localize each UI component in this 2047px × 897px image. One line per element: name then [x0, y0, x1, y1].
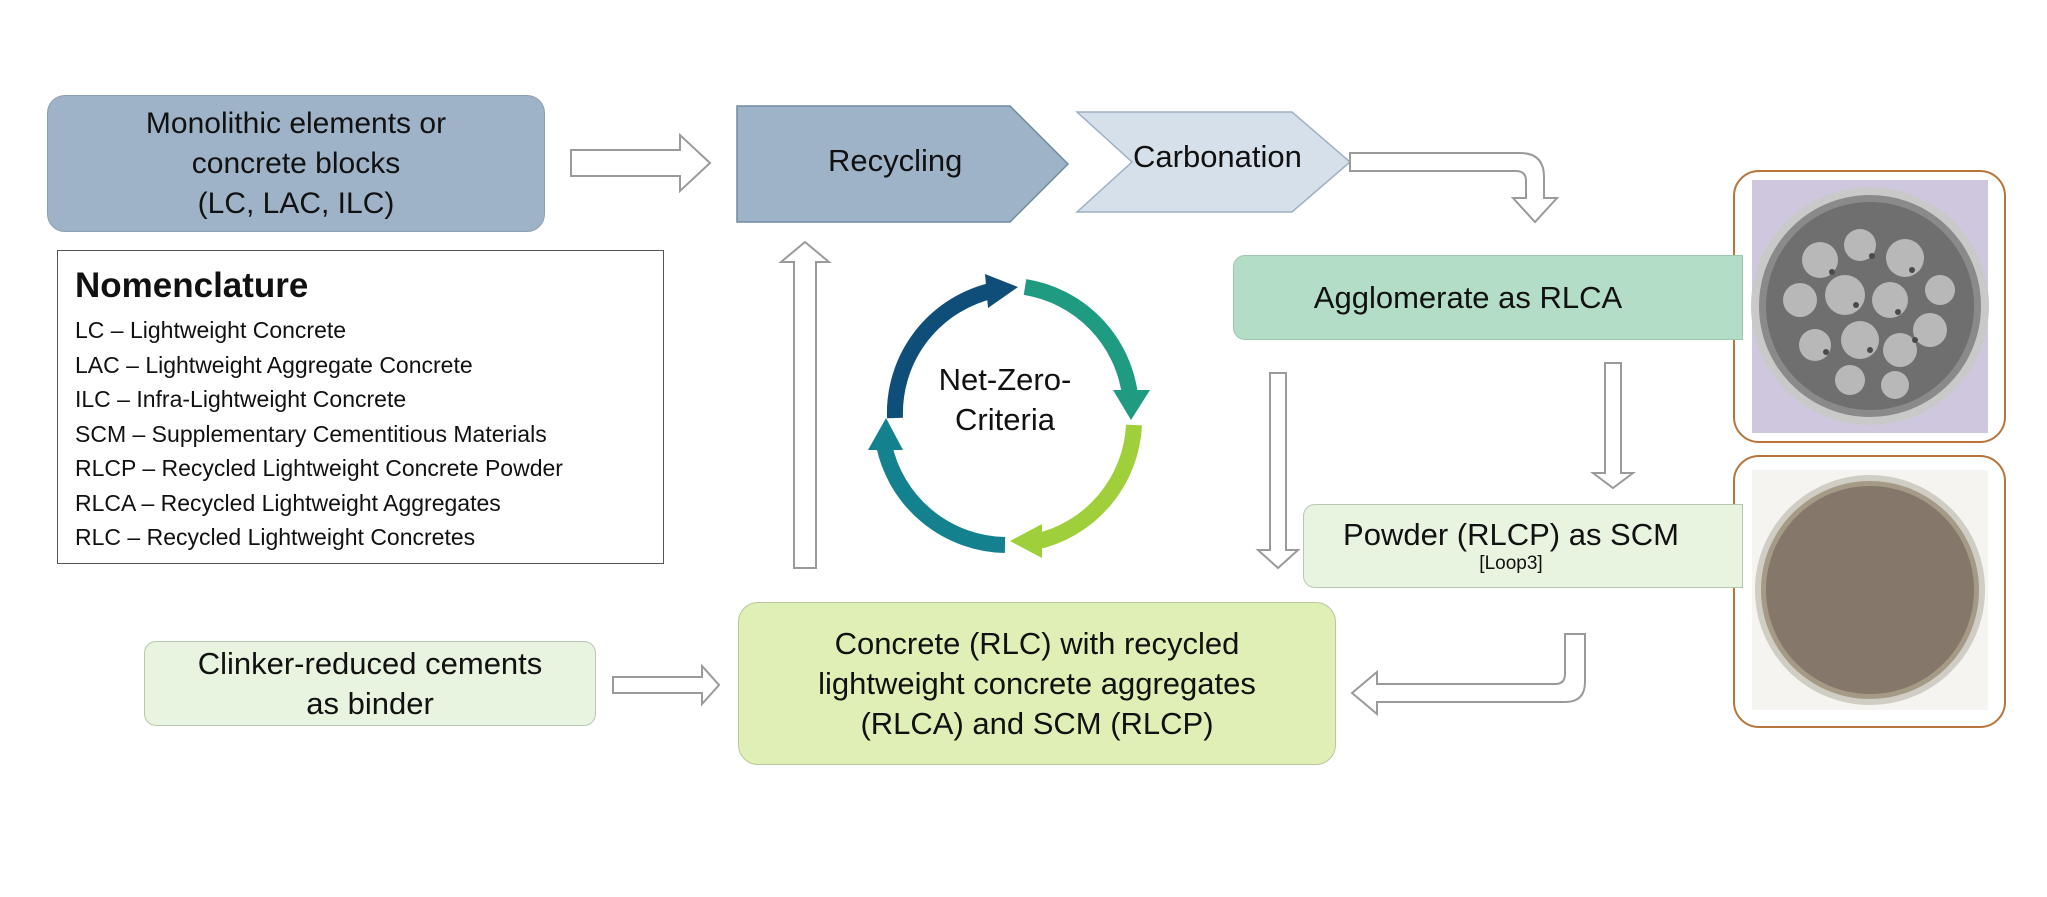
- cycle-arrow-bottom-left: [876, 443, 1006, 553]
- nomenclature-title: Nomenclature: [75, 266, 309, 305]
- carbonation-label: Carbonation: [1133, 139, 1302, 174]
- nomenclature-item: LC – Lightweight Concrete: [75, 317, 347, 343]
- concrete-line-3: (RLCA) and SCM (RLCP): [860, 705, 1214, 741]
- aggregate-photo-frame: [1733, 170, 2006, 443]
- nomenclature-item: RLCP – Recycled Lightweight Concrete Pow…: [75, 455, 563, 481]
- cycle-arrowhead-right: [1113, 390, 1150, 420]
- arrow-agglomerate-to-concrete: [1255, 372, 1301, 570]
- nomenclature-item: ILC – Infra-Lightweight Concrete: [75, 386, 407, 412]
- arrow-concrete-to-recycling: [778, 240, 832, 569]
- powder-loop-label: [Loop3]: [1479, 553, 1543, 574]
- cycle-arrowhead-left: [868, 418, 903, 450]
- recycling-label: Recycling: [828, 143, 963, 178]
- monolithic-line-1: Monolithic elements or: [145, 106, 447, 140]
- concrete-box: Concrete (RLC) with recycled lightweight…: [738, 602, 1336, 765]
- nomenclature-item: LAC – Lightweight Aggregate Concrete: [75, 351, 473, 378]
- arrow-clinker-to-concrete: [612, 663, 721, 707]
- nomenclature-box: Nomenclature LC – Lightweight Concrete L…: [57, 250, 664, 564]
- arrow-monolithic-to-recycling: [570, 132, 712, 194]
- center-line-1: Net-Zero-: [938, 362, 1072, 397]
- cycle-arrows: [876, 279, 1142, 553]
- powder-box: Powder (RLCP) as SCM [Loop3]: [1303, 504, 1743, 588]
- cycle-arrowhead-top: [985, 274, 1018, 308]
- recycling-shape: [736, 105, 1070, 223]
- concrete-line-1: Concrete (RLC) with recycled: [834, 625, 1240, 661]
- concrete-line-2: lightweight concrete aggregates: [818, 665, 1256, 701]
- powder-photo-frame: [1733, 455, 2006, 728]
- nomenclature-item: RLC – Recycled Lightweight Concretes: [75, 524, 476, 550]
- powder-photo: [1752, 470, 1988, 710]
- monolithic-line-3: (LC, LAC, ILC): [197, 186, 395, 220]
- cycle-arrow-top-left: [886, 282, 997, 419]
- cycle-arrow-bottom-right: [1033, 424, 1142, 550]
- cycle-arrowhead-bottom: [1010, 524, 1042, 558]
- cycle-arrowheads: [868, 274, 1150, 558]
- agglomerate-label: Agglomerate as RLCA: [1313, 279, 1623, 315]
- center-line-2: Criteria: [955, 402, 1055, 437]
- arrow-carbonation-to-agglomerate: [1349, 152, 1560, 224]
- arrow-agglomerate-to-powder: [1590, 362, 1636, 490]
- clinker-line-1: Clinker-reduced cements: [197, 645, 543, 681]
- powder-label: Powder (RLCP) as SCM: [1343, 517, 1679, 552]
- net-zero-criteria-label: Net-Zero- Criteria: [905, 360, 1105, 440]
- nomenclature-item: SCM – Supplementary Cementitious Materia…: [75, 420, 547, 447]
- carbonation-shape: [1075, 111, 1352, 213]
- aggregate-photo: [1751, 180, 1989, 433]
- agglomerate-box: Agglomerate as RLCA: [1233, 255, 1743, 340]
- clinker-line-2: as binder: [306, 685, 434, 721]
- cycle-arrow-top-right: [1023, 279, 1138, 397]
- nomenclature-item: RLCA – Recycled Lightweight Aggregates: [75, 489, 501, 516]
- arrow-powder-to-concrete: [1350, 633, 1586, 717]
- monolithic-elements-box: Monolithic elements or concrete blocks (…: [47, 95, 545, 232]
- clinker-box: Clinker-reduced cements as binder: [144, 641, 596, 726]
- monolithic-line-2: concrete blocks: [191, 146, 401, 180]
